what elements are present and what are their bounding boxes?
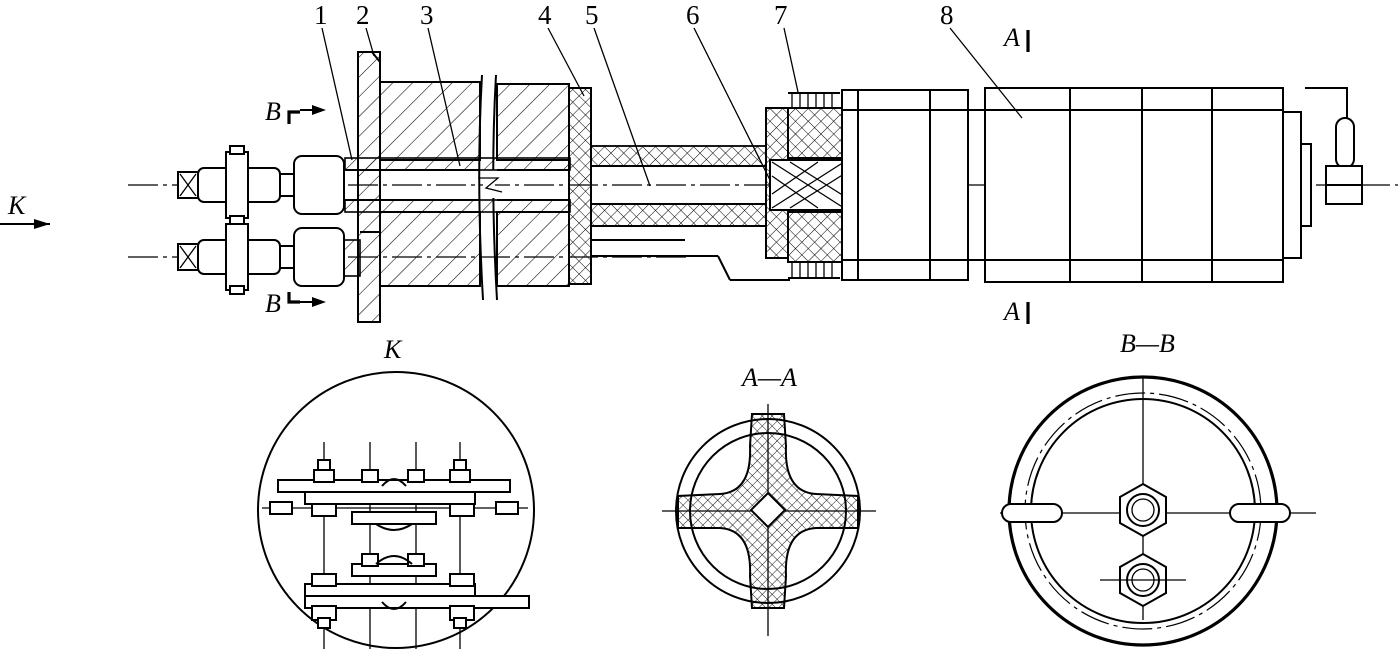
part-number-4: 4 [538, 0, 552, 30]
view-k-outline [257, 371, 535, 649]
square-drive-shaft [749, 491, 787, 529]
flange [357, 51, 381, 323]
part-number-6: 6 [686, 0, 700, 30]
section-mark-a-bottom: A [1002, 297, 1030, 326]
section-b-b: B—B [1000, 329, 1316, 647]
break-lines [478, 74, 503, 301]
coupling-body [765, 92, 847, 279]
insulating-sleeve [590, 145, 767, 227]
section-a-a: A—A [662, 363, 876, 636]
section-mark-a-top: A [1002, 23, 1030, 52]
part-number-1: 1 [314, 0, 328, 30]
section-a-a-title: A—A [740, 363, 797, 392]
section-b-b-title: B—B [1120, 329, 1175, 358]
view-k: K [257, 335, 535, 649]
part-number-3: 3 [420, 0, 434, 30]
part-number-2: 2 [356, 0, 370, 30]
view-k-title: K [383, 335, 403, 364]
section-mark-b-top: B [265, 97, 326, 126]
lower-tail [591, 225, 790, 281]
svg-text:B: B [265, 289, 281, 318]
section-mark-b-bottom: B [265, 289, 326, 318]
left-slot [1001, 503, 1063, 523]
svg-text:B: B [265, 97, 281, 126]
part-labels: 1 2 3 4 5 6 7 8 [314, 0, 1023, 187]
part-number-7: 7 [774, 0, 788, 30]
view-arrow-k: K [0, 191, 50, 229]
end-plate [568, 87, 592, 285]
terminal-connectors [177, 145, 380, 295]
part-number-8: 8 [940, 0, 954, 30]
view-arrow-label: K [7, 191, 27, 220]
motor [841, 87, 1363, 283]
right-slot [1229, 503, 1291, 523]
part-number-5: 5 [585, 0, 599, 30]
svg-text:A: A [1002, 23, 1020, 52]
main-view: K [0, 0, 1398, 326]
housing-block [379, 81, 570, 287]
svg-text:A: A [1002, 297, 1020, 326]
upper-hex-nut [1119, 482, 1167, 538]
